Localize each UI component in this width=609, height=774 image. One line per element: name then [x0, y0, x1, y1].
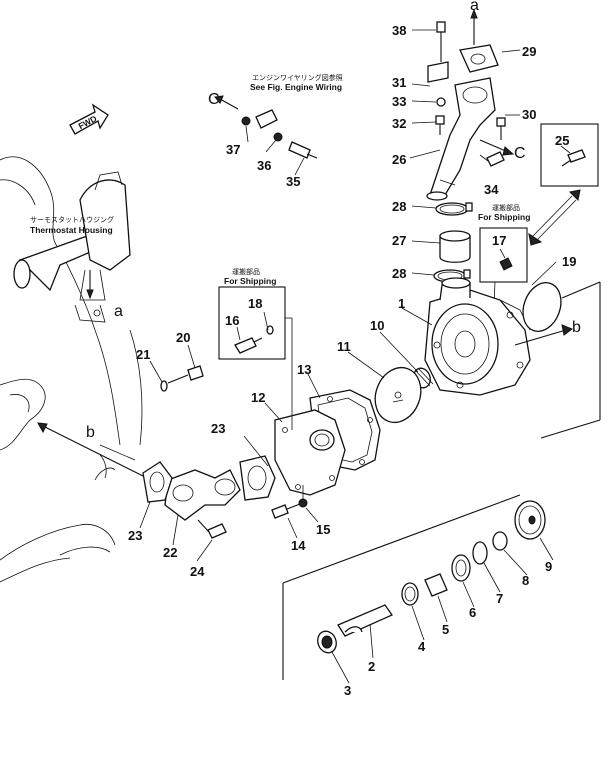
- gasket-23-left: [142, 461, 173, 503]
- callout-15: 15: [316, 522, 330, 537]
- thermostat-label-en: Thermostat Housing: [30, 225, 113, 235]
- callout-27: 27: [392, 233, 406, 248]
- callout-16: 16: [225, 313, 239, 328]
- callout-9: 9: [545, 559, 552, 574]
- callout-22: 22: [163, 545, 177, 560]
- thermostat-label-jp: サーモスタットハウジング: [30, 215, 114, 224]
- gasket-23-right: [239, 455, 276, 501]
- callout-13: 13: [297, 362, 311, 377]
- engine-outline: [0, 156, 143, 583]
- callout-26: 26: [392, 152, 406, 167]
- callout-32: 32: [392, 116, 406, 131]
- reference-letters: a a b b C C: [86, 0, 581, 441]
- callout-4: 4: [418, 639, 426, 654]
- ref-c-right: C: [514, 145, 526, 162]
- callout-30: 30: [522, 107, 536, 122]
- shipping-label-en-2: For Shipping: [478, 212, 530, 222]
- callout-17: 17: [492, 233, 506, 248]
- ref-a-top: a: [470, 0, 479, 14]
- callout-14: 14: [291, 538, 306, 553]
- callout-11: 11: [337, 339, 351, 354]
- wiring-parts: [214, 95, 318, 159]
- ref-c-left: C: [208, 91, 220, 108]
- callout-23-right: 23: [211, 421, 225, 436]
- hose-clamp-upper: [435, 202, 473, 216]
- shipping-label-en-1: For Shipping: [224, 276, 276, 286]
- thermostat-housing: [13, 171, 131, 323]
- callout-28-lower: 28: [392, 266, 406, 281]
- callout-8: 8: [522, 573, 529, 588]
- shipping-label-jp-1: 運搬部品: [232, 267, 260, 276]
- ref-a-left: a: [114, 303, 123, 320]
- callout-33: 33: [392, 94, 406, 109]
- wiring-note-en: See Fig. Engine Wiring: [250, 82, 342, 92]
- callout-12: 12: [251, 390, 265, 405]
- callout-29: 29: [522, 44, 536, 59]
- elbow-22: [164, 469, 241, 521]
- callout-5: 5: [442, 622, 449, 637]
- hose: [439, 230, 471, 263]
- callout-1: 1: [398, 296, 405, 311]
- wiring-note-jp: エンジンワイヤリング図参照: [252, 73, 343, 82]
- impeller: [374, 366, 422, 424]
- callout-18: 18: [248, 296, 262, 311]
- bolt-24: [197, 519, 227, 539]
- callout-numbers: 38 29 31 33 32 30 26 34 28 27 28 25 17 1…: [128, 23, 576, 698]
- fwd-arrow: [69, 103, 109, 135]
- o-ring-19: [522, 282, 562, 332]
- outlet-assembly: [426, 8, 515, 201]
- leader-lines: [139, 29, 571, 684]
- callout-35: 35: [286, 174, 300, 189]
- callout-38: 38: [392, 23, 406, 38]
- callout-36: 36: [257, 158, 271, 173]
- callout-10: 10: [370, 318, 384, 333]
- panel-outline: [514, 281, 601, 439]
- water-pump-body: [424, 277, 531, 396]
- notes: エンジンワイヤリング図参照 See Fig. Engine Wiring サーモ…: [30, 73, 530, 286]
- ref-b-right: b: [572, 319, 581, 336]
- shipping-box-25: [528, 123, 599, 246]
- bolt-20: [160, 365, 204, 392]
- pump-cover: [274, 409, 346, 496]
- callout-37: 37: [226, 142, 240, 157]
- shipping-box-16-18: [218, 286, 293, 430]
- callout-20: 20: [176, 330, 190, 345]
- callout-24: 24: [190, 564, 205, 579]
- ref-b-left: b: [86, 424, 95, 441]
- callout-2: 2: [368, 659, 375, 674]
- fwd-label: FWD: [77, 113, 99, 131]
- callout-25: 25: [555, 133, 569, 148]
- callout-23-left: 23: [128, 528, 142, 543]
- callout-34: 34: [484, 182, 499, 197]
- arrow-b-left: [37, 422, 144, 477]
- callout-3: 3: [344, 683, 351, 698]
- arrow-a-left: [86, 270, 94, 300]
- callout-7: 7: [496, 591, 503, 606]
- callout-19: 19: [562, 254, 576, 269]
- callout-21: 21: [136, 347, 150, 362]
- shaft-assembly: [282, 494, 546, 680]
- callout-6: 6: [469, 605, 476, 620]
- shipping-label-jp-2: 運搬部品: [492, 203, 520, 212]
- callout-28-upper: 28: [392, 199, 406, 214]
- bolt-14: [271, 485, 308, 519]
- callout-31: 31: [392, 75, 406, 90]
